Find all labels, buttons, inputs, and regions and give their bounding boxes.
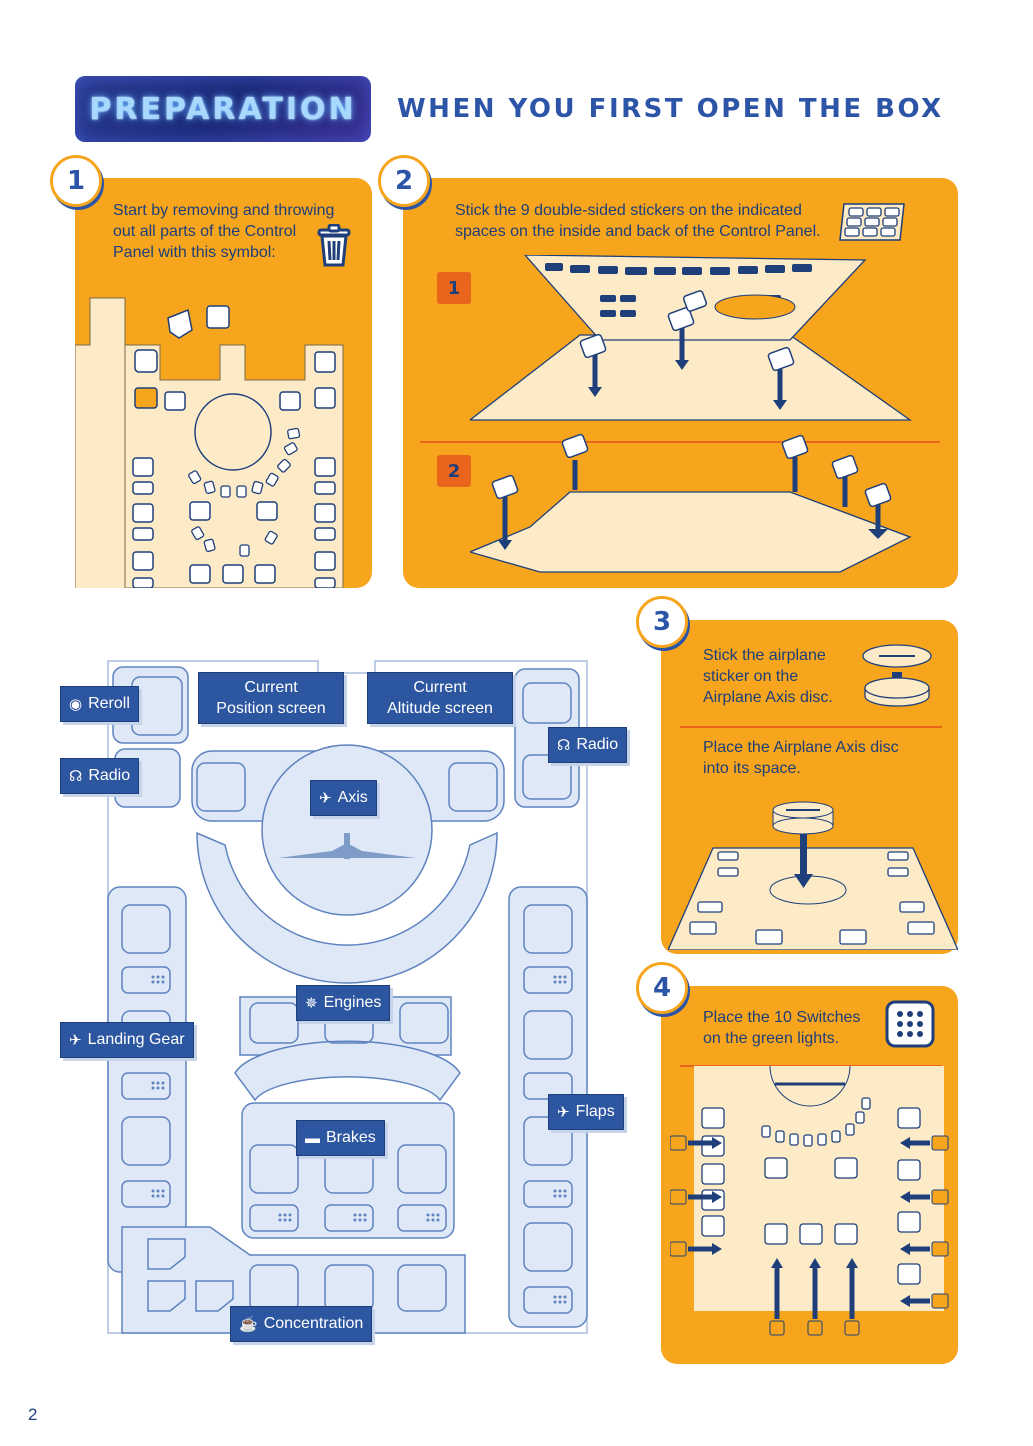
engine-icon: ✵ xyxy=(305,995,318,1012)
label-engines: ✵Engines xyxy=(296,985,391,1021)
step-4-number: 4 xyxy=(636,962,688,1014)
page-number: 2 xyxy=(28,1405,38,1424)
label-reroll: ◉Reroll xyxy=(60,686,139,722)
step-3-text: Stick the airplane sticker on the Airpla… xyxy=(703,647,833,706)
step-1-text: Start by removing and throwing out all p… xyxy=(113,202,335,261)
sticker-sheet-icon xyxy=(839,203,905,241)
step-2-illustration-bottom xyxy=(470,433,912,573)
airplane-icon: ✈ xyxy=(69,1032,82,1049)
axis-plane-icon: ✈ xyxy=(319,790,332,807)
coffee-cup-icon: ☕ xyxy=(239,1316,258,1333)
step-2-substep-1: 1 xyxy=(437,272,471,304)
step-1-number: 1 xyxy=(50,155,102,207)
control-panel-diagram xyxy=(107,660,588,1334)
step-4-text: Place the 10 Switches on the green light… xyxy=(703,1009,861,1047)
step-2-substep-2: 2 xyxy=(437,455,471,487)
switch-icon xyxy=(885,1000,935,1048)
label-brakes: ▬Brakes xyxy=(296,1120,385,1156)
step-4-illustration xyxy=(670,1066,949,1336)
preparation-badge: PREPARATION xyxy=(75,76,371,142)
step-2-text: Stick the 9 double-sided stickers on the… xyxy=(455,202,821,240)
step-3-divider xyxy=(680,726,942,728)
trash-icon xyxy=(317,224,351,267)
preparation-title: PREPARATION xyxy=(89,91,357,127)
label-flaps: ✈Flaps xyxy=(548,1094,624,1130)
label-concentration: ☕Concentration xyxy=(230,1306,373,1342)
axis-disc-sticker-illustration xyxy=(862,644,932,707)
step-2-number: 2 xyxy=(378,155,430,207)
label-radio-right: ☊Radio xyxy=(548,727,628,763)
step-3-illustration xyxy=(668,801,958,950)
headset-icon: ☊ xyxy=(557,737,571,754)
label-radio-left: ☊Radio xyxy=(60,758,140,794)
airplane-icon: ✈ xyxy=(557,1104,570,1121)
headset-icon: ☊ xyxy=(69,768,83,785)
step-1-illustration xyxy=(75,297,344,588)
label-axis: ✈Axis xyxy=(310,780,377,816)
label-landing-gear: ✈Landing Gear xyxy=(60,1022,194,1058)
step-2-divider xyxy=(420,441,940,443)
step-2-illustration-top xyxy=(470,255,913,421)
dice-icon: ◉ xyxy=(69,696,83,713)
step-3-text-2: Place the Airplane Axis disc into its sp… xyxy=(703,739,899,777)
step-3-number: 3 xyxy=(636,596,688,648)
brakes-icon: ▬ xyxy=(305,1129,320,1147)
page-title: WHEN YOU FIRST OPEN THE BOX xyxy=(397,94,944,124)
